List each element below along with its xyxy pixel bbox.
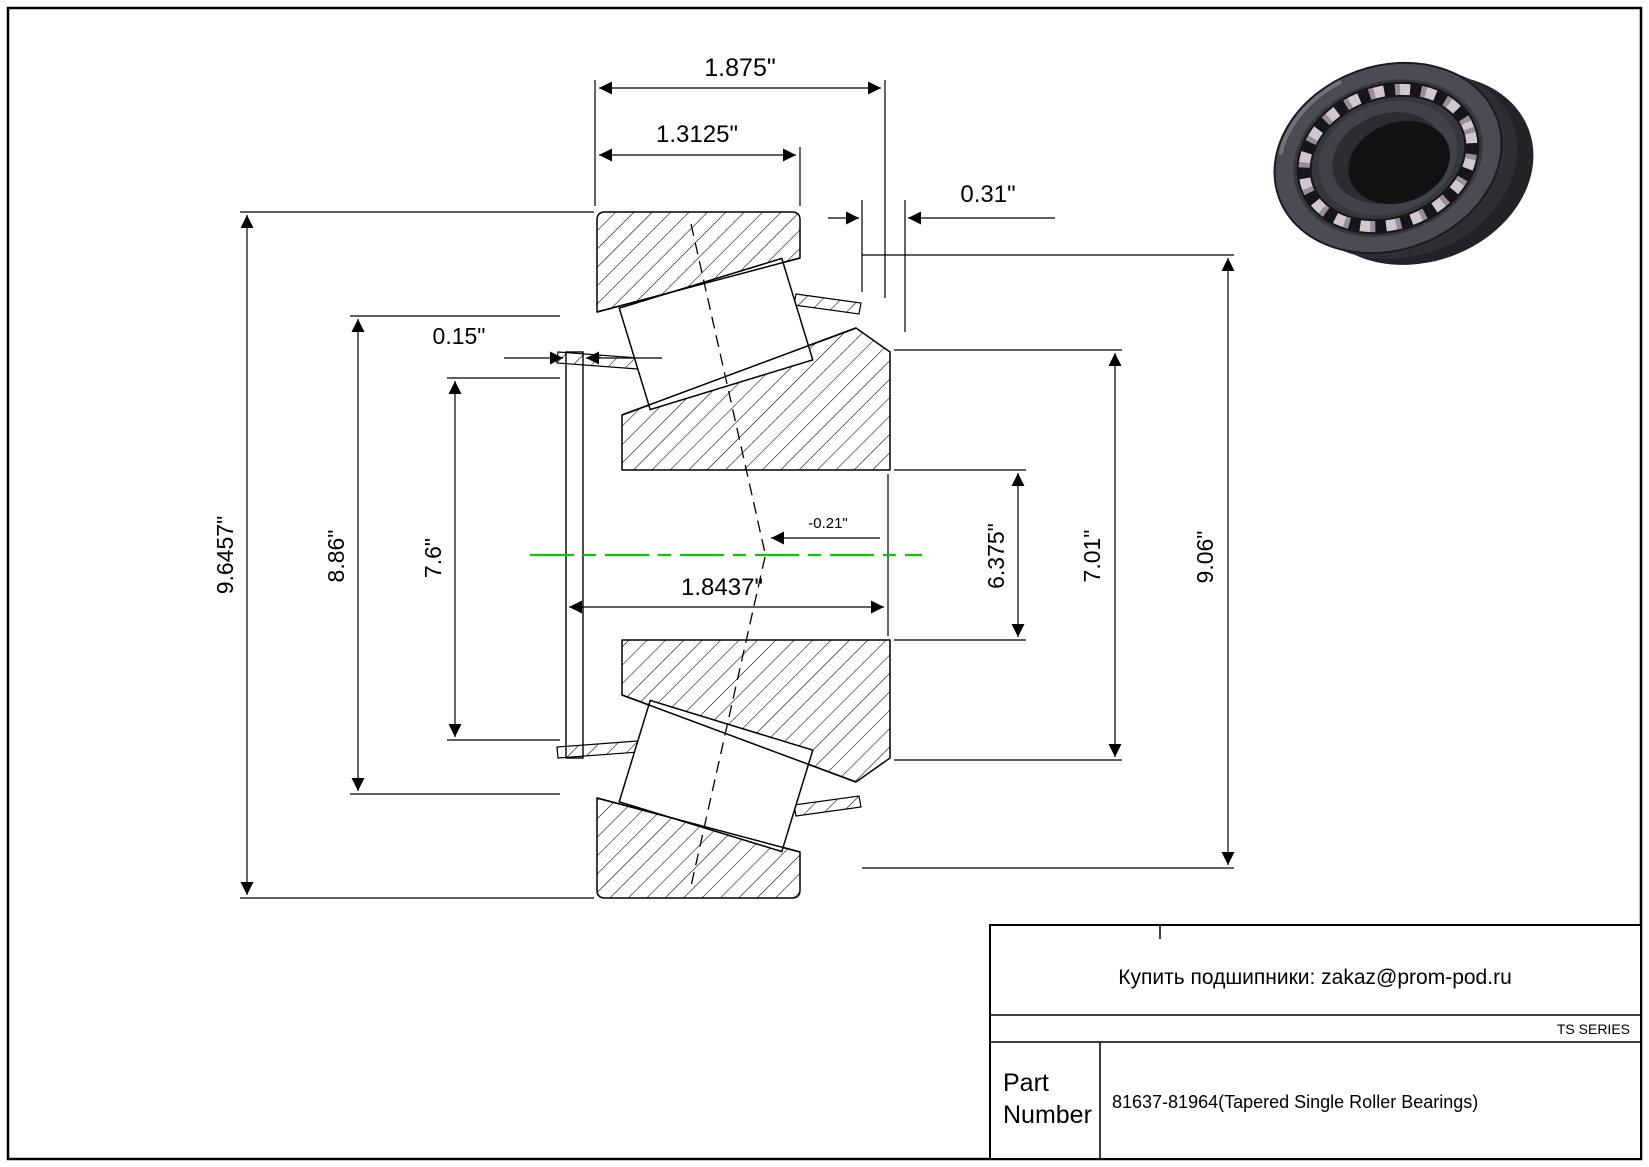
dim-label-cup-width: 1.3125" (656, 121, 738, 148)
dim-label-od-76: 7.6" (420, 538, 446, 578)
dim-label-effective-center: -0.21" (808, 515, 848, 532)
part-number-label-line1: Part (1003, 1069, 1049, 1097)
dim-label-protrusion: 0.31" (960, 181, 1015, 208)
dim-label-cone-width: 1.8437" (681, 574, 763, 601)
dim-label-shield-width: 0.15" (433, 323, 486, 349)
dim-bore-diameter: 6.375" (894, 469, 1026, 641)
title-block: Купить подшипники: zakaz@prom-pod.ru TS … (989, 924, 1642, 1160)
dim-label-rib-od: 7.01" (1079, 530, 1105, 583)
dim-label-cup-od: 9.06" (1192, 531, 1218, 584)
part-number-label-line2: Number (1003, 1101, 1092, 1129)
cone-raceway-lower (621, 694, 857, 783)
cup-raceway-upper (596, 257, 801, 313)
bearing-section-drawing (556, 211, 891, 899)
dim-flange-od: 9.6457" (212, 211, 594, 899)
series-label: TS SERIES (1557, 1021, 1630, 1037)
dim-rib-od: 7.01" (894, 349, 1122, 761)
dim-label-od-886: 8.86" (323, 530, 349, 583)
roller-upper (618, 257, 814, 411)
part-number-value: 81637-81964(Tapered Single Roller Bearin… (1112, 1092, 1478, 1112)
dim-overall-width: 1.875" (594, 54, 886, 298)
dim-shield-width: 0.15" (433, 323, 662, 365)
bearing-3d-bore (1348, 120, 1450, 205)
dim-cup-width: 1.3125" (599, 121, 801, 206)
bearing-3d-image (1273, 61, 1534, 265)
contact-text: Купить подшипники: zakaz@prom-pod.ru (1118, 966, 1512, 989)
dim-od-76: 7.6" (420, 377, 560, 741)
bearing-3d-highlight (1278, 79, 1342, 156)
dim-cup-od: 9.06" (862, 254, 1235, 869)
dim-label-bore-diameter: 6.375" (983, 523, 1009, 589)
bearing-3d-cage-tint (1298, 83, 1478, 233)
dim-protrusion: 0.31" (828, 181, 1055, 332)
dim-effective-center: -0.21" (771, 515, 880, 545)
dim-cone-width: 1.8437" (569, 474, 889, 636)
roller-lower (618, 699, 814, 853)
dim-label-overall-width: 1.875" (704, 54, 775, 82)
dim-label-flange-od: 9.6457" (212, 516, 238, 595)
cone-raceway-upper (621, 327, 857, 416)
dim-od-886: 8.86" (323, 315, 560, 795)
cup-raceway-lower (596, 797, 801, 853)
dimensions: 9.6457" 8.86" 7.6" 9.06" 7.0 (212, 54, 1235, 899)
